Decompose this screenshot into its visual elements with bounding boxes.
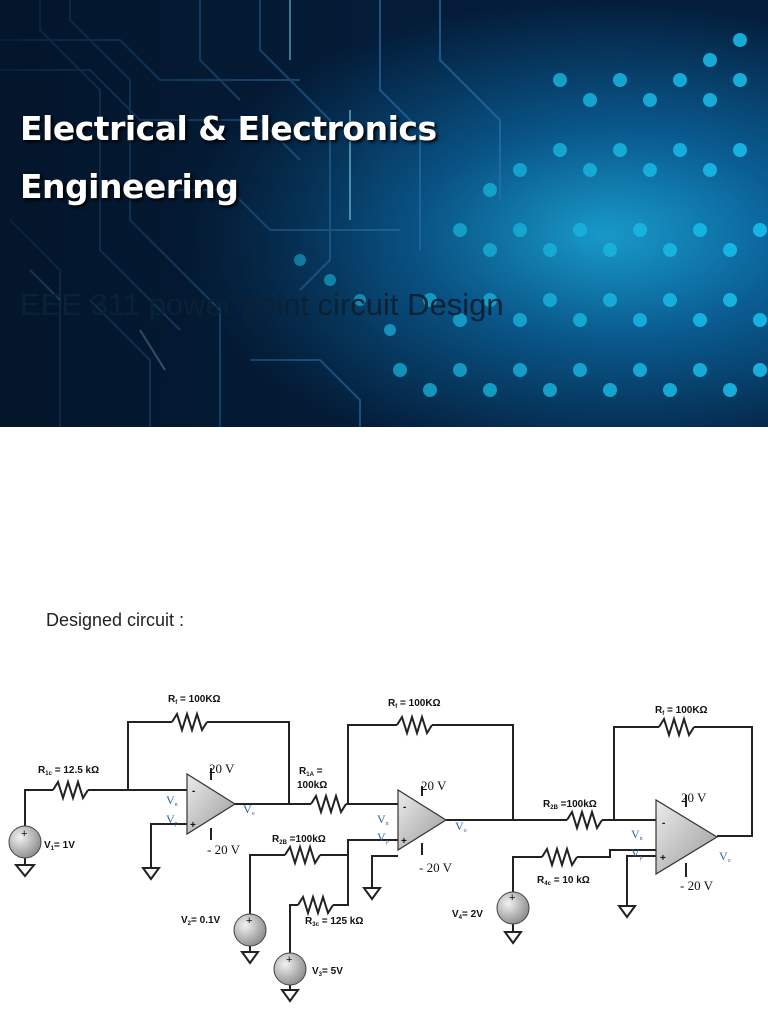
svg-text:+: + [401,836,407,847]
op-amp-circuit-diagram: + + + + - + - + - + Rf = 100KΩ R1c = 12.5 k… [8,694,753,1003]
label-r2b-1: R2B =100kΩ [272,834,326,846]
svg-text:Vo: Vo [719,849,731,864]
svg-text:+: + [190,820,196,831]
title-banner: Electrical & Electronics Engineering EEE… [0,0,768,427]
label-rf-1: Rf = 100KΩ [168,694,221,706]
op-amp-3 [655,798,719,876]
resistor-rf-2 [396,713,433,737]
svg-text:+: + [509,892,515,904]
banner-title: Electrical & Electronics Engineering [20,109,437,206]
section-label: Designed circuit : [46,610,185,630]
label-r1a-value: 100kΩ [297,780,327,791]
svg-text:+: + [246,915,252,927]
svg-text:Vo: Vo [455,819,467,834]
svg-text:Vn: Vn [377,812,389,827]
resistor-r3c [297,893,334,917]
voltage-source-v2 [233,913,267,947]
voltage-source-v3 [273,952,307,986]
op-amp-2 [397,788,448,852]
svg-text:Vn: Vn [166,793,178,808]
svg-text:-: - [662,818,665,829]
svg-text:Vp: Vp [166,812,178,827]
label-r1a: R1A = [299,766,323,778]
resistor-r2b-2 [566,808,603,832]
voltage-source-v4 [496,891,530,925]
op-amp-1 [186,772,237,836]
resistor-r1a [310,792,347,816]
resistor-r1c [52,778,89,802]
voltage-source-v1 [8,825,42,859]
resistor-r2b-1 [284,843,321,867]
label-vminus-3: - 20 V [680,878,714,893]
label-vminus-1: - 20 V [207,842,241,857]
label-r1c: R1c = 12.5 kΩ [38,765,99,777]
svg-text:+: + [660,853,666,864]
svg-text:-: - [403,802,406,813]
resistor-rf-3 [658,715,695,739]
svg-text:Vo: Vo [243,802,255,817]
label-v3: V3= 5V [312,966,343,978]
label-vplus-1: 20 V [209,761,235,776]
resistor-rf-1 [171,710,208,734]
label-vminus-2: - 20 V [419,860,453,875]
svg-text:+: + [21,828,27,840]
resistor-r4c [541,845,578,869]
label-r2b-2: R2B =100kΩ [543,799,597,811]
circuit-board-background [0,0,768,427]
label-vplus-3: 20 V [681,790,707,805]
svg-text:-: - [192,786,195,797]
svg-text:Vn: Vn [631,827,643,842]
label-r4c: R4c = 10 kΩ [537,875,590,887]
label-vplus-2: 20 V [421,778,447,793]
svg-text:+: + [286,954,292,966]
label-v2: V2= 0.1V [181,915,221,927]
label-r3c: R3c = 125 kΩ [305,916,363,928]
label-rf-2: Rf = 100KΩ [388,698,441,710]
svg-text:Vp: Vp [631,846,643,861]
banner-subtitle: EEE 311 power point circuit Design [20,287,504,322]
label-v1: V1= 1V [44,840,75,852]
label-v4: V4= 2V [452,909,483,921]
label-rf-3: Rf = 100KΩ [655,705,708,717]
svg-text:Vp: Vp [377,830,389,845]
